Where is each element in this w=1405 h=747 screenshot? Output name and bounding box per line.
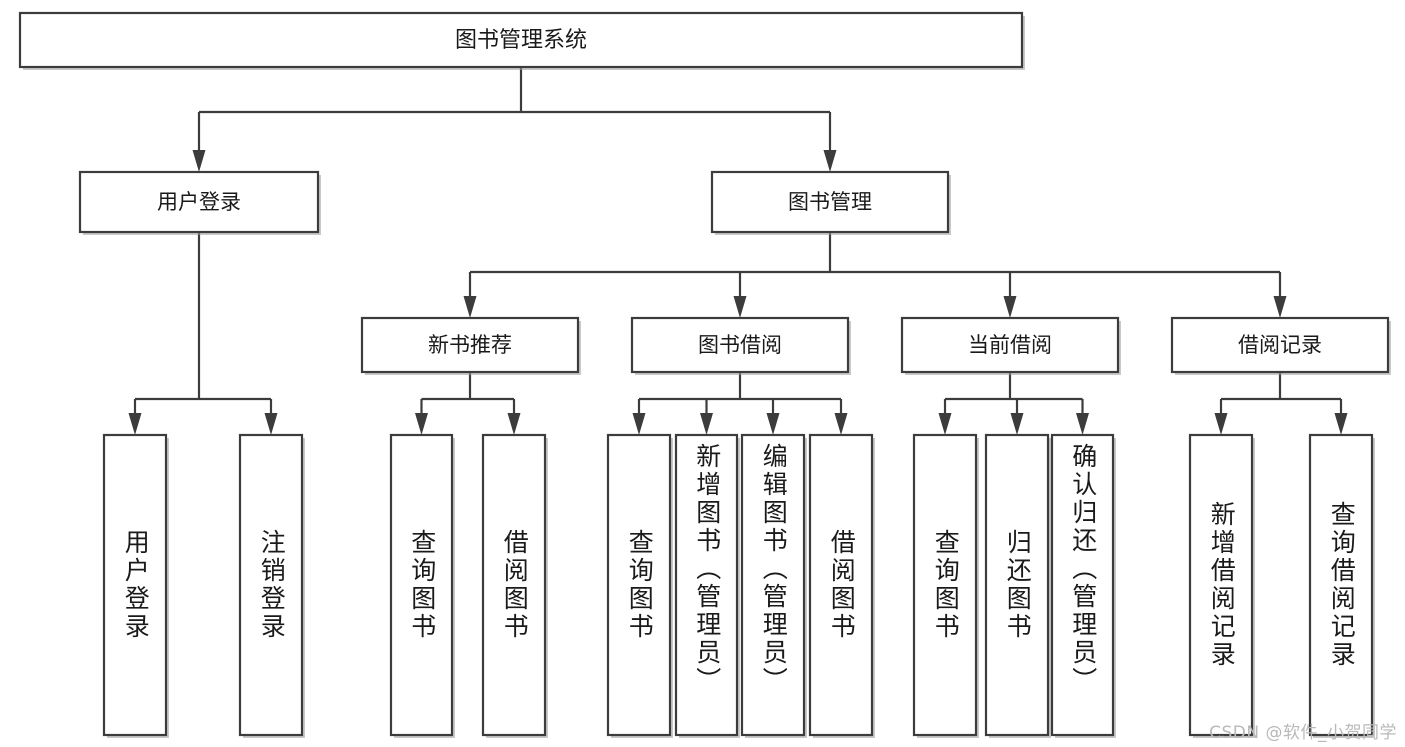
arrow-to-current-borrow bbox=[1003, 296, 1017, 318]
node-box-book-borrow[interactable] bbox=[630, 316, 850, 374]
node-box-leaf-logout[interactable] bbox=[238, 433, 304, 737]
node-label-root: 图书管理系统 bbox=[455, 28, 587, 53]
node-box-leaf-query-borrow-record[interactable] bbox=[1308, 433, 1374, 737]
node-box-layer bbox=[18, 11, 1391, 738]
arrow-to-leaf-query-borrow-record bbox=[1334, 413, 1348, 435]
arrow-to-leaf-borrow-book bbox=[834, 413, 848, 435]
connector-layer bbox=[128, 67, 1348, 435]
node-box-leaf-query-book-borrow[interactable] bbox=[606, 433, 672, 737]
node-box-root[interactable] bbox=[18, 11, 1024, 69]
watermark-text: CSDN @软件_小贺同学 bbox=[1209, 723, 1397, 743]
node-box-current-borrow[interactable] bbox=[900, 316, 1120, 374]
arrow-to-leaf-confirm-return-admin bbox=[1076, 413, 1089, 435]
node-box-leaf-add-book-admin[interactable] bbox=[674, 433, 739, 737]
node-label-borrow-record: 借阅记录 bbox=[1238, 333, 1322, 357]
node-box-leaf-query-book-recommend[interactable] bbox=[389, 433, 454, 737]
arrow-to-book-borrow bbox=[733, 296, 747, 318]
node-label-current-borrow: 当前借阅 bbox=[968, 333, 1052, 357]
arrow-to-leaf-add-borrow-record bbox=[1214, 413, 1228, 435]
node-box-leaf-user-login[interactable] bbox=[102, 433, 168, 737]
node-box-leaf-borrow-book-recommend[interactable] bbox=[481, 433, 547, 737]
arrow-to-leaf-add-book-admin bbox=[700, 413, 713, 435]
node-box-leaf-query-book-current[interactable] bbox=[912, 433, 978, 737]
arrow-to-leaf-edit-book-admin bbox=[766, 413, 780, 435]
node-label-user-login: 用户登录 bbox=[157, 190, 241, 214]
arrow-to-leaf-return-book bbox=[1010, 413, 1024, 435]
node-box-leaf-borrow-book[interactable] bbox=[808, 433, 874, 737]
arrow-to-leaf-borrow-book-recommend bbox=[507, 413, 521, 435]
arrow-to-leaf-user-login bbox=[128, 413, 142, 435]
arrow-to-new-book-recommend bbox=[463, 296, 477, 318]
node-box-leaf-confirm-return-admin[interactable] bbox=[1050, 433, 1115, 737]
arrow-to-book-management bbox=[823, 150, 837, 172]
node-box-user-login[interactable] bbox=[78, 170, 320, 234]
node-box-borrow-record[interactable] bbox=[1170, 316, 1390, 374]
arrow-to-leaf-query-book-current bbox=[938, 413, 952, 435]
node-box-book-management[interactable] bbox=[710, 170, 950, 234]
node-box-new-book-recommend[interactable] bbox=[360, 316, 580, 374]
node-label-book-borrow: 图书借阅 bbox=[698, 333, 782, 357]
node-label-new-book-recommend: 新书推荐 bbox=[428, 333, 512, 357]
arrow-to-leaf-query-book-recommend bbox=[415, 413, 428, 435]
arrow-to-user-login bbox=[192, 150, 206, 172]
arrow-to-leaf-logout bbox=[264, 413, 278, 435]
node-box-leaf-add-borrow-record[interactable] bbox=[1188, 433, 1254, 737]
arrow-to-borrow-record bbox=[1273, 296, 1287, 318]
node-box-leaf-return-book[interactable] bbox=[984, 433, 1050, 737]
node-box-leaf-edit-book-admin[interactable] bbox=[740, 433, 806, 737]
node-label-book-management: 图书管理 bbox=[788, 190, 872, 214]
arrow-to-leaf-query-book-borrow bbox=[632, 413, 646, 435]
